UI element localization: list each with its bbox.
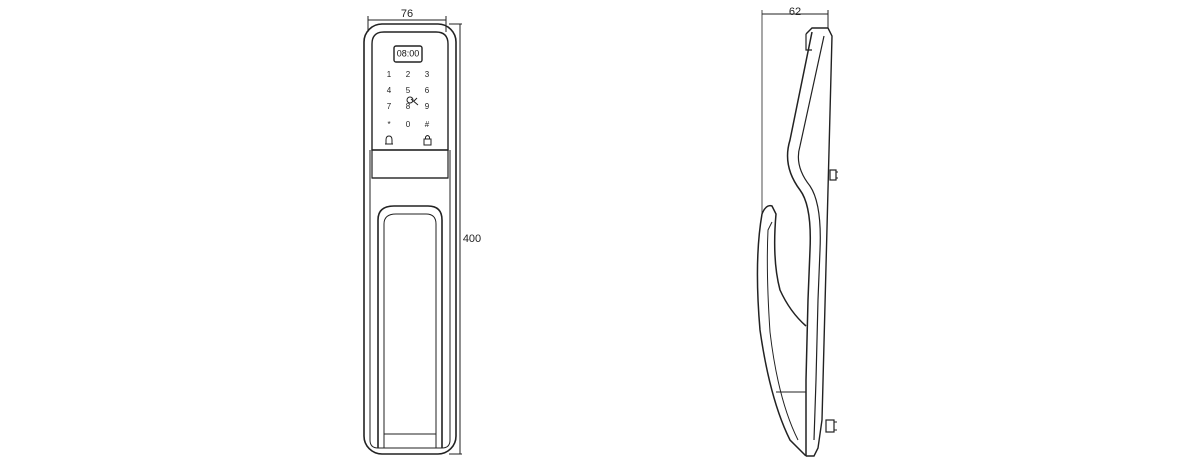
keypad: 1 2 3 4 5 6 7 8 9 * 0 # bbox=[387, 70, 430, 129]
key-3: 3 bbox=[425, 70, 430, 79]
body-side-inner-curve bbox=[797, 35, 825, 441]
lock-body-inner-edge bbox=[369, 150, 451, 449]
key-7: 7 bbox=[387, 102, 392, 111]
front-width-dimension bbox=[367, 16, 447, 32]
key-star: * bbox=[387, 120, 390, 129]
front-view bbox=[363, 23, 457, 455]
key-4: 4 bbox=[387, 86, 392, 95]
lock-body-outline bbox=[363, 23, 457, 455]
lock-icon bbox=[423, 135, 432, 146]
body-side-curve bbox=[786, 31, 813, 456]
top-lip bbox=[805, 34, 812, 51]
bell-icon bbox=[385, 135, 393, 145]
key-8: 8 bbox=[406, 102, 411, 111]
front-height-dimension bbox=[449, 23, 462, 455]
handle-profile-inner bbox=[766, 221, 799, 441]
key-hash: # bbox=[425, 120, 430, 129]
key-1: 1 bbox=[387, 70, 392, 79]
handle-inner bbox=[383, 213, 437, 448]
side-depth-label: 62 bbox=[789, 6, 801, 18]
key-0: 0 bbox=[406, 120, 411, 129]
key-6: 6 bbox=[425, 86, 430, 95]
display-time: 08:00 bbox=[397, 48, 420, 58]
side-view bbox=[756, 27, 838, 457]
handle-outline bbox=[377, 205, 443, 448]
keypad-panel bbox=[371, 31, 449, 151]
display-screen bbox=[393, 45, 423, 63]
front-width-label: 76 bbox=[401, 8, 413, 20]
separator-band bbox=[371, 149, 449, 179]
screw-boss-top bbox=[829, 169, 837, 181]
back-plate-outline bbox=[805, 27, 833, 457]
front-height-label: 400 bbox=[463, 233, 481, 245]
key-5: 5 bbox=[406, 86, 411, 95]
fingerprint-icon bbox=[406, 96, 419, 106]
screw-boss-bottom bbox=[825, 419, 835, 433]
key-9: 9 bbox=[425, 102, 430, 111]
handle-profile bbox=[756, 204, 807, 457]
key-2: 2 bbox=[406, 70, 411, 79]
side-depth-dimension bbox=[761, 10, 829, 214]
